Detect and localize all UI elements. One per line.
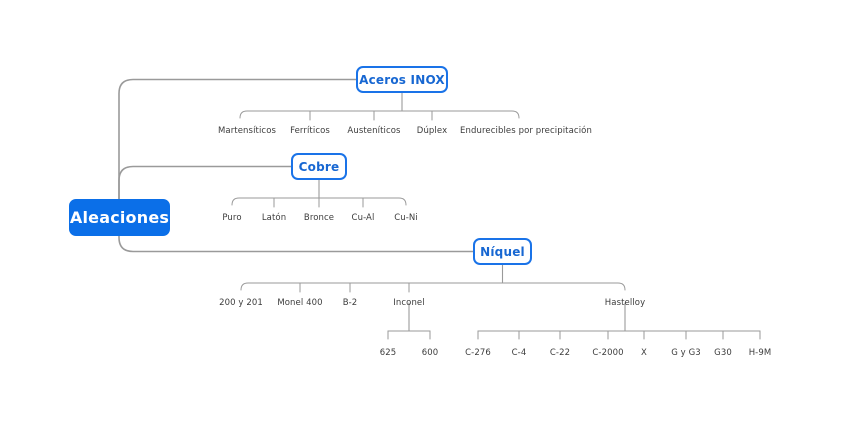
branch-node-aceros-inox[interactable]: Aceros INOX <box>356 66 448 93</box>
bracket-aceros-inox <box>239 110 520 119</box>
leaf-inconel-0[interactable]: 625 <box>379 348 397 358</box>
connector-root-to-cobre <box>118 165 292 200</box>
leaf-cobre-0[interactable]: Puro <box>222 213 242 223</box>
branch-node-label-aceros-inox: Aceros INOX <box>359 72 445 87</box>
leaf-inconel-1[interactable]: 600 <box>421 348 439 358</box>
leaf-hastelloy-7[interactable]: H-9M <box>748 348 772 358</box>
bracket-hastelloy <box>477 330 761 340</box>
connector-root-to-niquel <box>118 235 474 253</box>
bracket-niquel <box>240 282 626 291</box>
leaf-niquel-3[interactable]: Inconel <box>393 298 425 308</box>
root-node-aleaciones[interactable]: Aleaciones <box>69 199 170 236</box>
leaf-cobre-2[interactable]: Bronce <box>303 213 335 223</box>
leaf-niquel-4[interactable]: Hastelloy <box>604 298 646 308</box>
leaf-hastelloy-0[interactable]: C-276 <box>465 348 491 358</box>
bracket-inconel <box>387 330 431 340</box>
branch-node-label-cobre: Cobre <box>298 159 340 174</box>
branch-node-niquel[interactable]: Níquel <box>473 238 532 265</box>
leaf-hastelloy-3[interactable]: C-2000 <box>592 348 624 358</box>
leaf-aceros-inox-4[interactable]: Endurecibles por precipitación <box>460 126 592 136</box>
leaf-niquel-0[interactable]: 200 y 201 <box>219 298 263 308</box>
root-node-label: Aleaciones <box>69 208 170 227</box>
leaf-hastelloy-6[interactable]: G30 <box>714 348 732 358</box>
branch-node-label-niquel: Níquel <box>480 244 525 259</box>
leaf-hastelloy-4[interactable]: X <box>641 348 647 358</box>
leaf-cobre-1[interactable]: Latón <box>261 213 287 223</box>
leaf-aceros-inox-2[interactable]: Austeníticos <box>347 126 401 136</box>
leaf-aceros-inox-3[interactable]: Dúplex <box>416 126 448 136</box>
leaf-aceros-inox-1[interactable]: Ferríticos <box>290 126 330 136</box>
leaf-hastelloy-2[interactable]: C-22 <box>549 348 571 358</box>
leaf-niquel-1[interactable]: Monel 400 <box>277 298 323 308</box>
leaf-cobre-4[interactable]: Cu-Ni <box>394 213 418 223</box>
branch-node-cobre[interactable]: Cobre <box>291 153 347 180</box>
leaf-hastelloy-1[interactable]: C-4 <box>511 348 527 358</box>
leaf-niquel-2[interactable]: B-2 <box>342 298 358 308</box>
connector-root-to-aceros-inox <box>118 78 357 200</box>
leaf-aceros-inox-0[interactable]: Martensíticos <box>217 126 277 136</box>
leaf-cobre-3[interactable]: Cu-Al <box>351 213 375 223</box>
leaf-hastelloy-5[interactable]: G y G3 <box>671 348 701 358</box>
